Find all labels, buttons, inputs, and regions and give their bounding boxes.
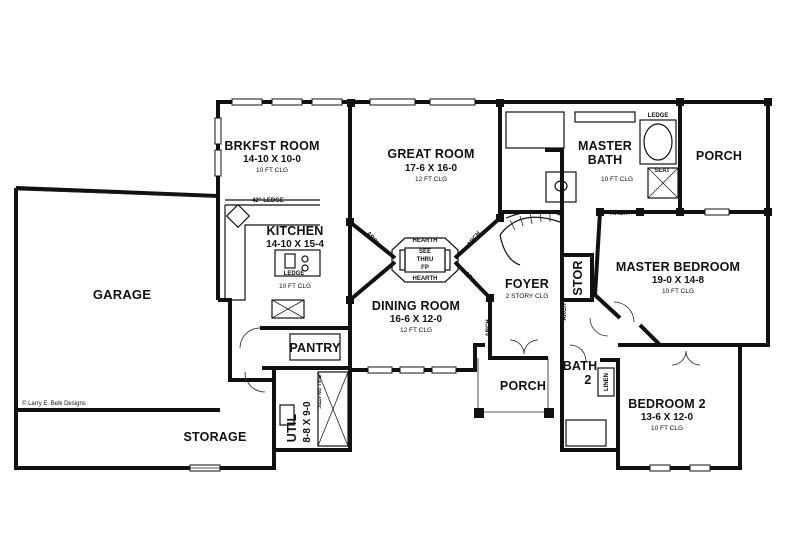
great-room-walls bbox=[346, 98, 504, 260]
dining-room-ceiling: 12 FT CLG bbox=[400, 327, 432, 334]
storage-name: STORAGE bbox=[184, 430, 247, 444]
front-porch-name: PORCH bbox=[500, 379, 546, 393]
garage-name: GARAGE bbox=[93, 287, 151, 302]
great-room-name: GREAT ROOM bbox=[387, 147, 474, 161]
great-room-dims: 17-6 X 16-0 bbox=[405, 163, 458, 174]
porch-top-name: PORCH bbox=[696, 149, 742, 163]
kitchen-ceiling: 10 FT CLG bbox=[279, 283, 311, 290]
great-room-ceiling: 12 FT CLG bbox=[415, 176, 447, 183]
master-bath-ceiling: 10 FT CLG bbox=[601, 176, 633, 183]
stor-walls bbox=[562, 253, 594, 302]
master-bath-name-2: BATH bbox=[588, 153, 623, 167]
pantry-util-walls bbox=[218, 298, 352, 452]
master-bedroom-name: MASTER BEDROOM bbox=[616, 260, 740, 274]
kitchen-dims: 14-10 X 15-4 bbox=[266, 239, 324, 250]
dining-room-walls bbox=[346, 260, 494, 374]
brkfst-room-dims: 14-10 X 10-0 bbox=[243, 154, 301, 165]
foyer-name: FOYER bbox=[505, 277, 549, 291]
thru-label: THRU bbox=[417, 257, 434, 263]
seat-label: SEAT bbox=[654, 168, 670, 174]
stor-name: STOR bbox=[571, 260, 585, 295]
master-bedroom-walls bbox=[589, 208, 770, 347]
bath-ledge-label: LEDGE bbox=[648, 113, 669, 119]
arch-label-great-right: ARCH bbox=[466, 231, 482, 248]
kitchen-ledge-label: LEDGE bbox=[284, 271, 305, 277]
hearth-bottom-label: HEARTH bbox=[413, 276, 438, 282]
bedroom2-walls bbox=[616, 343, 742, 472]
hearth-top-label: HEARTH bbox=[413, 238, 438, 244]
room-labels: BRKFST ROOM 14-10 X 10-0 10 FT CLG GREAT… bbox=[22, 139, 742, 444]
arch-label-great-left: ARCH bbox=[365, 231, 381, 248]
util-dims: 8-8 X 9-0 bbox=[302, 401, 313, 443]
bedroom2-name: BEDROOM 2 bbox=[628, 397, 706, 411]
dining-room-name: DINING ROOM bbox=[372, 299, 460, 313]
pull-down-attic-label: PULL DN ATTIC bbox=[317, 375, 322, 409]
bedroom2-ceiling: 10 FT CLG bbox=[651, 425, 683, 432]
ledge-42-label: 42" LEDGE bbox=[252, 198, 284, 204]
arch-label-foyer: ARCH bbox=[486, 319, 492, 336]
arch-label-hall: ARCH bbox=[562, 303, 568, 320]
brkfst-room-ceiling: 10 FT CLG bbox=[256, 167, 288, 174]
foyer-ceiling: 2 STORY CLG bbox=[506, 293, 549, 300]
fp-label: FP bbox=[421, 265, 429, 271]
kitchen-name: KITCHEN bbox=[267, 224, 324, 238]
brkfst-room-name: BRKFST ROOM bbox=[224, 139, 319, 153]
bath2-name-1: BATH bbox=[563, 359, 598, 373]
dining-room-dims: 16-6 X 12-0 bbox=[390, 314, 443, 325]
see-thru-fireplace bbox=[391, 237, 459, 283]
arch-label-dining: ARCH bbox=[463, 271, 479, 288]
util-name: UTIL bbox=[285, 414, 299, 443]
designer-credit: © Larry E. Belk Designs bbox=[22, 400, 86, 407]
arch-label-master-bath: ARCH bbox=[610, 211, 627, 217]
master-bedroom-dims: 19-0 X 14-8 bbox=[652, 275, 705, 286]
master-bedroom-ceiling: 10 FT CLG bbox=[662, 288, 694, 295]
master-bath-name-1: MASTER bbox=[578, 139, 632, 153]
front-porch-walls bbox=[474, 358, 554, 418]
see-label: SEE bbox=[419, 249, 431, 255]
storage-walls bbox=[14, 380, 276, 472]
pantry-name: PANTRY bbox=[289, 341, 341, 355]
bedroom2-dims: 13-6 X 12-0 bbox=[641, 412, 694, 423]
bath2-name-2: 2 bbox=[584, 373, 591, 387]
linen-label: LINEN bbox=[604, 373, 610, 391]
